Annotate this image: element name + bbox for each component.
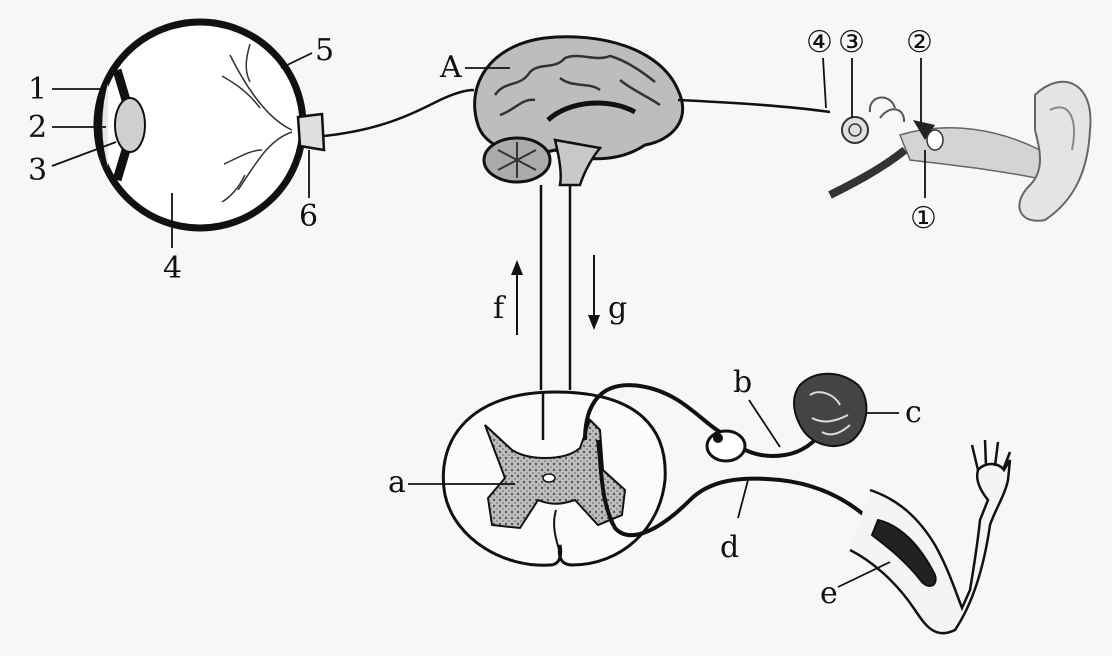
label-eye-3: 3 [28, 153, 47, 188]
label-eye-4: 4 [163, 251, 182, 286]
nerve-b-leader-line [748, 399, 781, 448]
brain [473, 35, 685, 187]
label-cord-a: a [388, 465, 406, 500]
nerve-d-leader-line [737, 479, 749, 519]
label-nerve-b: b [733, 365, 752, 400]
label-arrow-g: g [608, 291, 627, 326]
label-eye-1: 1 [28, 72, 47, 107]
ear [828, 80, 1092, 222]
effector-leader-line [837, 561, 891, 588]
arm [849, 439, 1012, 635]
arrow-f [511, 260, 523, 335]
label-ear-1: ① [910, 201, 937, 236]
label-eye-5: 5 [315, 33, 334, 68]
label-brain-A: A [439, 50, 462, 85]
label-effector-e: e [820, 576, 838, 611]
eyeball [93, 18, 326, 232]
eye-leader-lines [51, 52, 313, 248]
label-ear-3: ③ [838, 25, 865, 60]
optic-pathway [323, 88, 475, 138]
spinal-cord [441, 390, 667, 567]
label-eye-2: 2 [28, 110, 47, 145]
auditory-pathway [677, 98, 831, 114]
label-eye-6: 6 [299, 199, 318, 234]
arrow-g [588, 255, 600, 330]
ear-leader-lines [822, 57, 926, 198]
label-receptor-c: c [905, 395, 922, 430]
label-arrow-f: f [493, 291, 506, 326]
label-nerve-d: d [720, 530, 739, 565]
label-ear-2: ② [906, 25, 933, 60]
receptor [793, 372, 868, 447]
spinal-tracts [539, 185, 572, 390]
labels: 1 2 3 4 5 6 A ④ ③ ② ① f g a b c d e [28, 25, 937, 611]
reflex-arc-nerves [583, 383, 907, 554]
label-ear-4: ④ [806, 25, 833, 60]
